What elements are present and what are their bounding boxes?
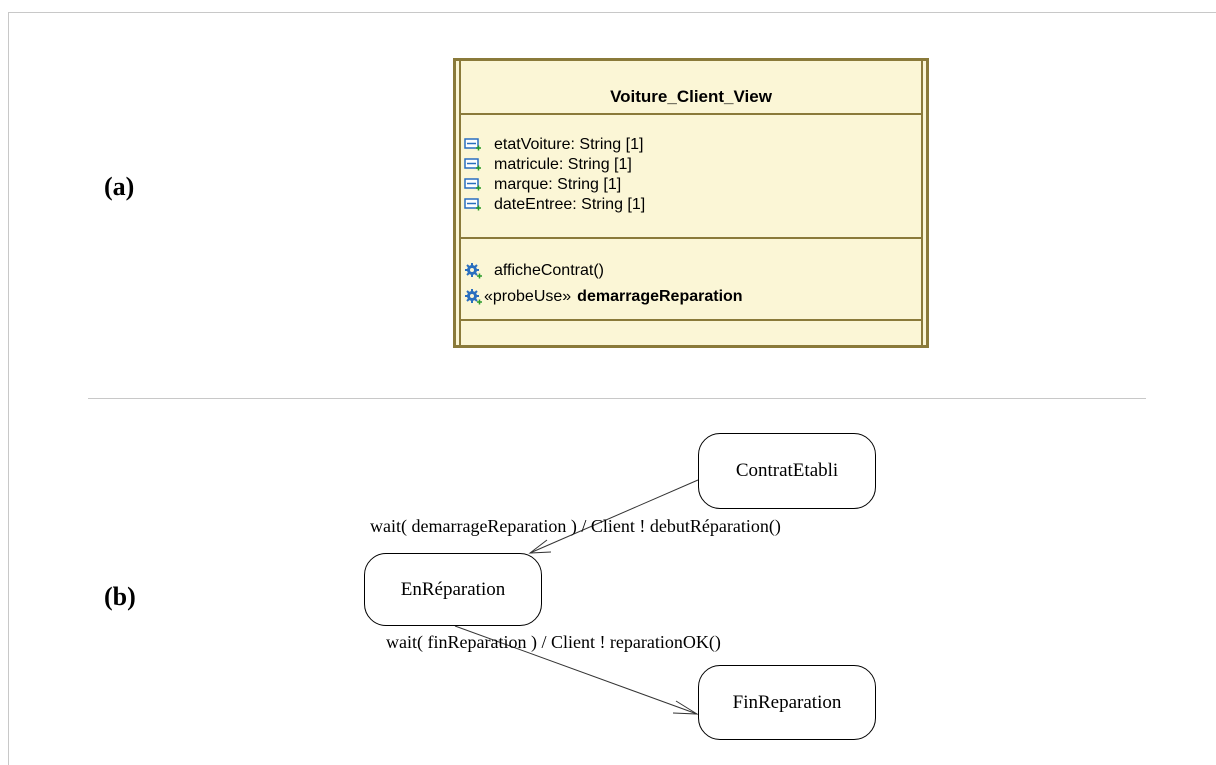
attributes-separator bbox=[460, 237, 922, 239]
operation-row: «probeUse» demarrageReparation bbox=[464, 287, 743, 307]
attribute-icon bbox=[464, 178, 481, 191]
panel-label-a: (a) bbox=[104, 172, 135, 201]
attribute-icon bbox=[464, 198, 481, 211]
attribute-text: etatVoiture: String [1] bbox=[494, 136, 644, 153]
attribute-icon bbox=[464, 158, 481, 171]
attribute-row: dateEntree: String [1] bbox=[464, 195, 645, 215]
class-name-separator bbox=[460, 113, 922, 115]
class-name: Voiture_Client_View bbox=[610, 87, 772, 106]
attribute-row: etatVoiture: String [1] bbox=[464, 135, 643, 155]
arrowhead-1 bbox=[528, 539, 552, 554]
transition-label-1: wait( demarrageReparation ) / Client ! d… bbox=[370, 516, 781, 536]
state-contrat-etabli: ContratEtabli bbox=[698, 433, 876, 509]
attribute-row: matricule: String [1] bbox=[464, 155, 632, 175]
state-fin-reparation: FinReparation bbox=[698, 665, 876, 740]
uml-class-box: Voiture_Client_View etatVoiture: String … bbox=[453, 58, 929, 348]
transition-arrow-2 bbox=[454, 625, 698, 715]
operation-stereotype: «probeUse» bbox=[484, 288, 572, 305]
state-en-reparation: EnRéparation bbox=[364, 553, 542, 626]
arrowhead-2 bbox=[672, 700, 699, 715]
attribute-text: dateEntree: String [1] bbox=[494, 196, 646, 213]
panel-label-b: (b) bbox=[104, 582, 136, 611]
operation-text: afficheContrat() bbox=[494, 262, 604, 279]
operation-gear-icon bbox=[465, 263, 482, 279]
figure-frame bbox=[8, 12, 1216, 765]
attribute-row: marque: String [1] bbox=[464, 175, 621, 195]
operation-text: demarrageReparation bbox=[577, 288, 743, 305]
transition-label-2: wait( finReparation ) / Client ! reparat… bbox=[386, 632, 721, 652]
attribute-text: marque: String [1] bbox=[494, 176, 622, 193]
attribute-icon bbox=[464, 138, 481, 151]
operation-gear-icon bbox=[465, 289, 482, 305]
operation-row: afficheContrat() bbox=[464, 261, 604, 281]
transition-arrow-1 bbox=[529, 479, 699, 554]
panel-divider bbox=[88, 398, 1146, 399]
attribute-text: matricule: String [1] bbox=[494, 156, 632, 173]
operations-separator bbox=[460, 319, 922, 321]
